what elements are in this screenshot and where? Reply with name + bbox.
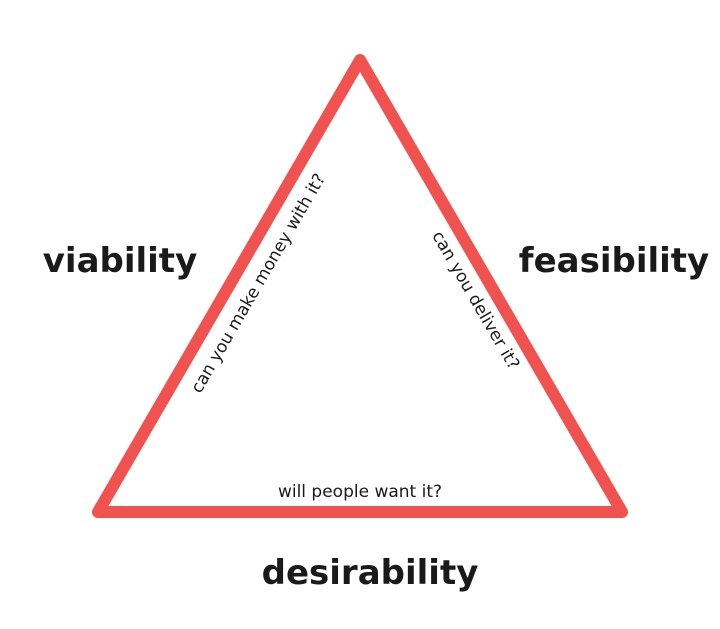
vertex-label-desirability: desirability (262, 553, 479, 593)
vertex-label-feasibility: feasibility (519, 241, 709, 281)
edge-label-desirability: will people want it? (278, 482, 442, 502)
edge-label-viability: can you make money with it? (187, 170, 330, 396)
vertex-label-viability: viability (43, 241, 197, 281)
triangle-outline (92, 54, 628, 518)
